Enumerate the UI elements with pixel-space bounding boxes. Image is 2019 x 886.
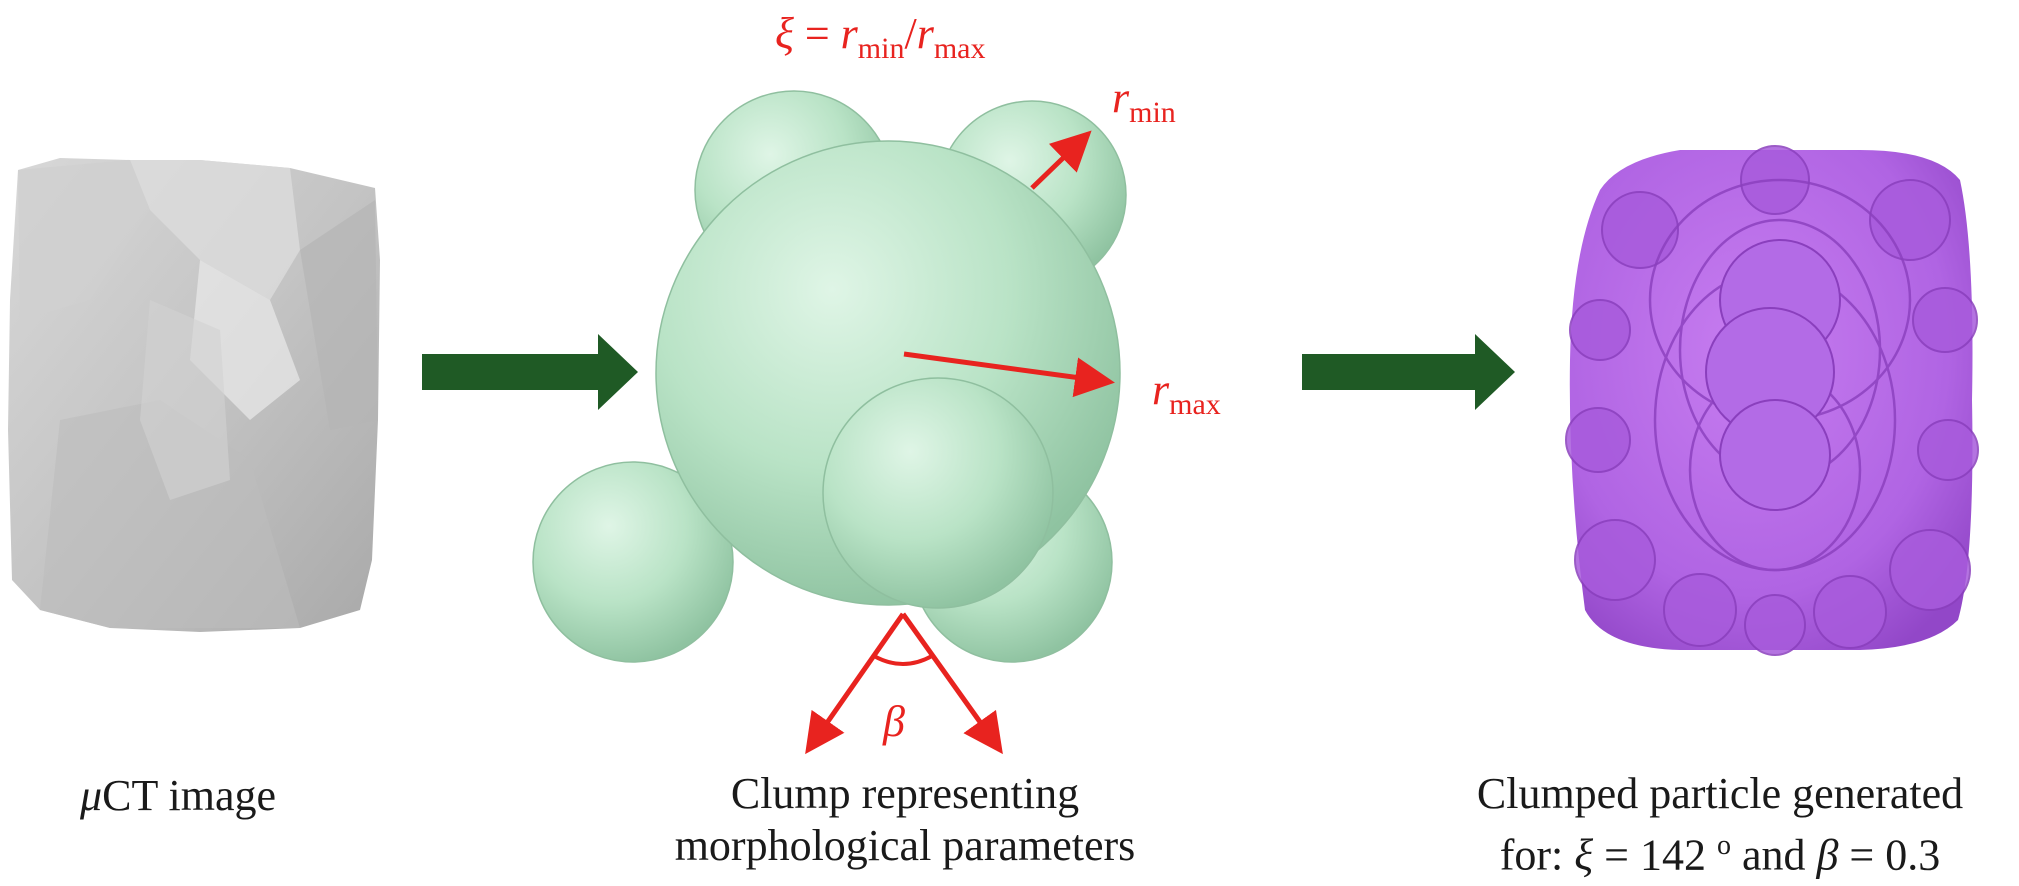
- clumped-particle-image: [1565, 145, 1979, 656]
- particle-caption-line2: for: ξ = 142 o and β = 0.3: [1499, 830, 1941, 880]
- xi-formula-label: ξ = rmin/rmax: [775, 9, 986, 65]
- rmax-arrow: [903, 351, 1115, 398]
- particle-caption: Clumped particle generated for: ξ = 142 …: [1432, 768, 2008, 882]
- beta-arrow-right: [900, 612, 1003, 755]
- clump-caption-line1: Clump representing: [730, 769, 1080, 818]
- ct-particle-image: [8, 158, 380, 632]
- beta-label: β: [883, 697, 905, 746]
- ct-caption: μCT image: [80, 771, 277, 820]
- beta-arrow-left: [805, 612, 906, 755]
- arrow-right-2: [1302, 334, 1515, 410]
- rmax-label: rmax: [1152, 365, 1221, 421]
- beta-angle-arc: [873, 654, 933, 666]
- rmin-arrow: [1030, 130, 1092, 190]
- rmin-label: rmin: [1112, 73, 1176, 129]
- arrow-right-1: [422, 334, 638, 410]
- clump-caption-line2: morphological parameters: [674, 821, 1136, 870]
- clump-caption: Clump representing morphological paramet…: [665, 768, 1145, 872]
- particle-caption-line1: Clumped particle generated: [1476, 769, 1964, 818]
